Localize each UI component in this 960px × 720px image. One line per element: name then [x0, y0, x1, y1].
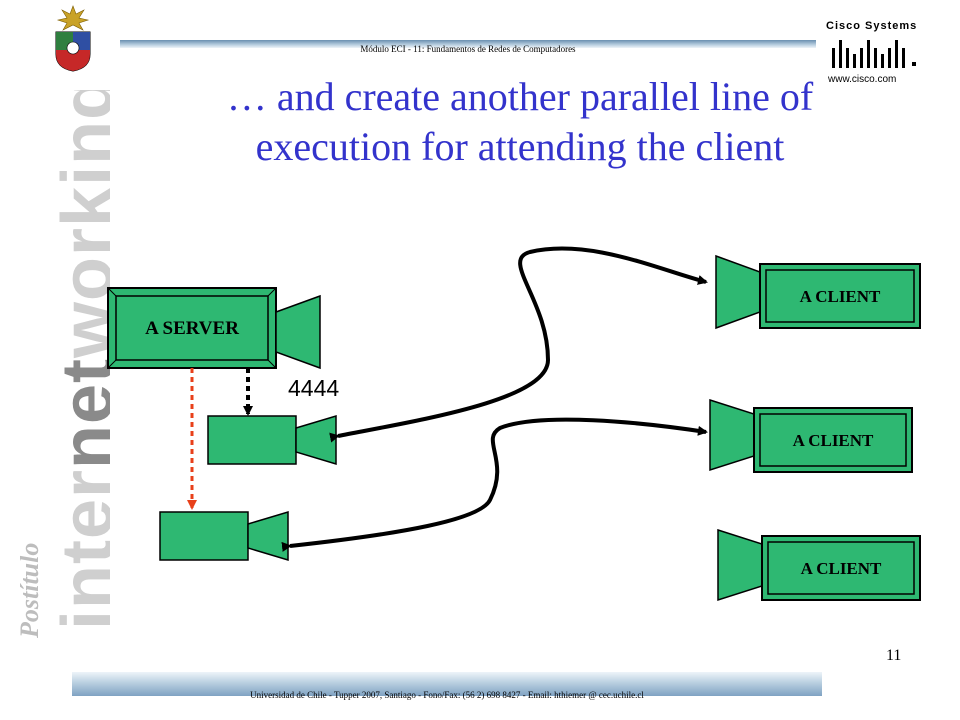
module-text: Módulo ECI - 11: Fundamentos de Redes de… — [360, 44, 576, 54]
slide-title: … and create another parallel line of ex… — [110, 72, 930, 172]
header-bar — [120, 40, 816, 48]
thread-socket-1 — [295, 414, 337, 466]
client-socket-1 — [715, 254, 761, 330]
cisco-name: Cisco Systems — [826, 20, 918, 32]
footer-bar — [72, 672, 822, 696]
client-box-1: A CLIENT — [759, 263, 921, 329]
server-label: A SERVER — [145, 318, 239, 339]
title-line-1: … and create another parallel line of — [226, 74, 814, 119]
footer-text: Universidad de Chile - Tupper 2007, Sant… — [250, 690, 644, 700]
title-line-2: execution for attending the client — [255, 124, 785, 169]
page-number: 11 — [886, 647, 902, 664]
client-label-1: A CLIENT — [800, 287, 881, 306]
connection-line-1 — [329, 246, 708, 443]
thread-box-1 — [207, 415, 297, 465]
side-brand-working: working — [48, 90, 110, 359]
server-box: A SERVER — [107, 287, 277, 369]
client-box-3: A CLIENT — [761, 535, 921, 601]
client-socket-3 — [717, 528, 763, 602]
thread-box-2 — [159, 511, 249, 561]
side-brand-inter: inter — [48, 469, 110, 630]
thread-socket-2 — [247, 510, 289, 562]
side-brand-postitulo: Postítulo — [20, 543, 44, 639]
client-label-2: A CLIENT — [793, 431, 874, 450]
server-socket — [275, 294, 321, 370]
university-logo — [55, 5, 91, 72]
client-box-2: A CLIENT — [753, 407, 913, 473]
side-brand-net: net — [48, 358, 110, 469]
client-label-3: A CLIENT — [801, 559, 882, 578]
cisco-url: www.cisco.com — [828, 74, 897, 85]
connection-line-2 — [281, 417, 708, 552]
client-socket-2 — [709, 398, 755, 472]
svg-text:internetworking: internetworking — [48, 90, 110, 630]
cisco-logo — [832, 40, 916, 68]
port-label: 4444 — [288, 375, 340, 401]
side-brand: internetworking Postítulo — [20, 90, 110, 639]
